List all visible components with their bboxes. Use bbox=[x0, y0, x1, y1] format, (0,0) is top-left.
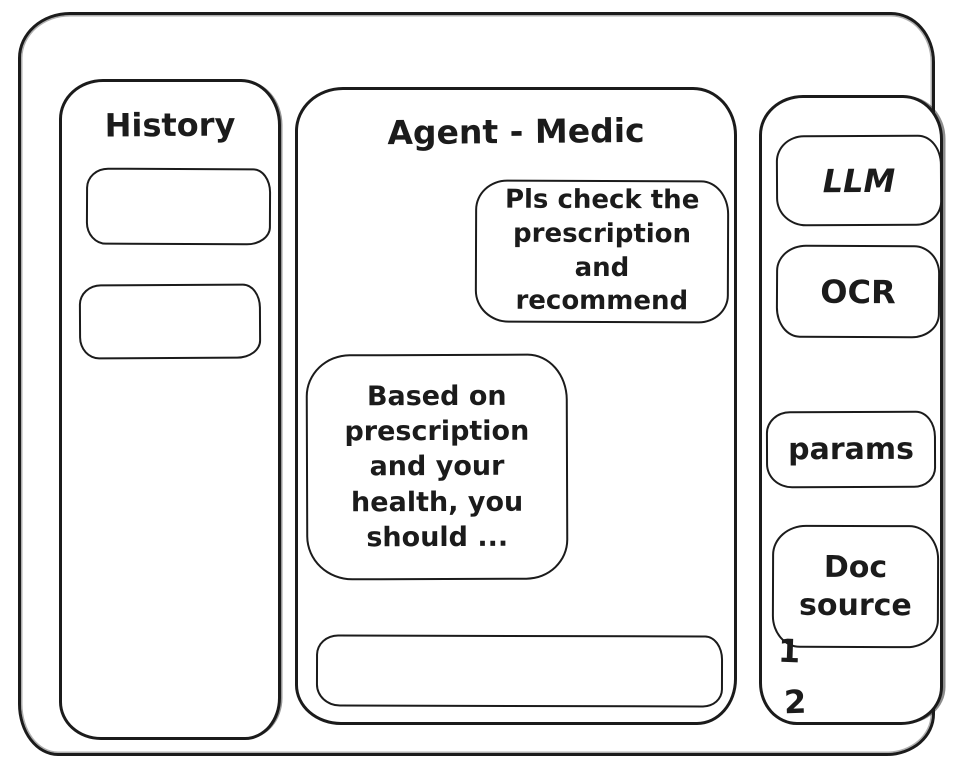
history-item[interactable] bbox=[85, 167, 272, 246]
doc-source-button[interactable]: Doc source bbox=[771, 524, 940, 649]
message-input[interactable] bbox=[315, 634, 724, 708]
ocr-button[interactable]: OCR bbox=[775, 244, 941, 339]
chat-panel: Agent - Medic Pls check the prescription… bbox=[295, 87, 737, 725]
history-title: History bbox=[104, 105, 236, 145]
llm-button[interactable]: LLM bbox=[775, 134, 943, 227]
user-message-bubble: Pls check the prescription and recommend bbox=[474, 179, 730, 324]
params-button[interactable]: params bbox=[765, 410, 937, 489]
assistant-message-bubble: Based on prescription and your health, y… bbox=[305, 353, 569, 581]
chat-title: Agent - Medic bbox=[387, 110, 645, 153]
tools-panel: LLM OCR params Doc source 1 2 bbox=[759, 95, 943, 725]
doc-source-item-1[interactable]: 1 bbox=[777, 631, 801, 671]
history-item[interactable] bbox=[78, 283, 262, 360]
app-window-frame: History Agent - Medic Pls check the pres… bbox=[18, 12, 943, 756]
doc-source-item-2[interactable]: 2 bbox=[783, 682, 807, 722]
history-sidebar: History bbox=[59, 79, 281, 740]
